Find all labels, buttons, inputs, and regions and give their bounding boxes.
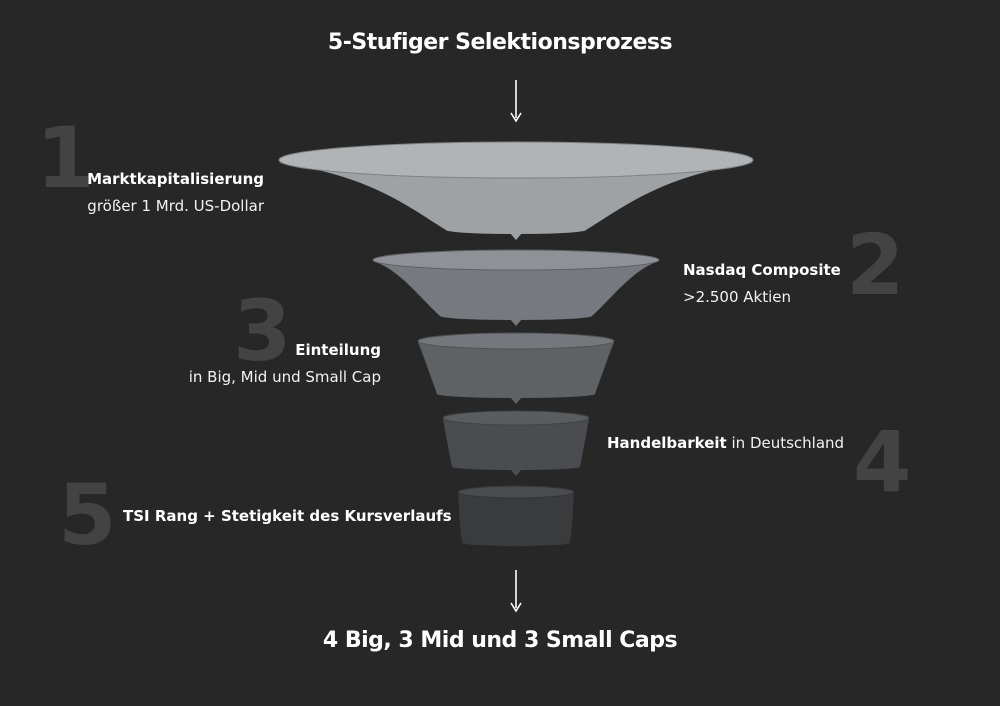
- step-3-label: Einteilung in Big, Mid und Small Cap: [189, 337, 381, 391]
- step-number-4: 4: [853, 413, 911, 511]
- step-2-label: Nasdaq Composite >2.500 Aktien: [683, 257, 841, 311]
- step-3-heading: Einteilung: [295, 341, 381, 359]
- step-4-heading: Handelbarkeit: [607, 434, 727, 452]
- step-2-detail: >2.500 Aktien: [683, 288, 792, 306]
- funnel-stage-4: [442, 410, 590, 476]
- step-5-heading: TSI Rang + Stetigkeit des Kursverlaufs: [123, 507, 452, 525]
- funnel-stage-3: [417, 332, 615, 404]
- funnel-stage-5: [457, 485, 575, 546]
- step-1-label: Marktkapitalisierung größer 1 Mrd. US-Do…: [87, 166, 264, 220]
- step-number-1: 1: [36, 109, 94, 207]
- arrow-down-icon: [510, 80, 522, 123]
- step-number-3: 3: [233, 282, 291, 380]
- step-5-label: TSI Rang + Stetigkeit des Kursverlaufs: [123, 503, 452, 530]
- arrow-down-icon: [510, 570, 522, 613]
- step-1-heading: Marktkapitalisierung: [87, 170, 264, 188]
- step-4-label: Handelbarkeit in Deutschland: [607, 430, 844, 457]
- step-2-heading: Nasdaq Composite: [683, 261, 841, 279]
- step-1-detail: größer 1 Mrd. US-Dollar: [87, 197, 264, 215]
- step-number-2: 2: [846, 216, 904, 314]
- funnel-stage-2: [372, 249, 660, 326]
- result-text: 4 Big, 3 Mid und 3 Small Caps: [322, 628, 678, 653]
- step-3-detail: in Big, Mid und Small Cap: [188, 368, 381, 386]
- page-title: 5-Stufiger Selektionsprozess: [327, 30, 673, 55]
- step-number-5: 5: [58, 466, 116, 564]
- step-4-detail: in Deutschland: [726, 434, 845, 452]
- funnel-stage-1: [278, 141, 754, 240]
